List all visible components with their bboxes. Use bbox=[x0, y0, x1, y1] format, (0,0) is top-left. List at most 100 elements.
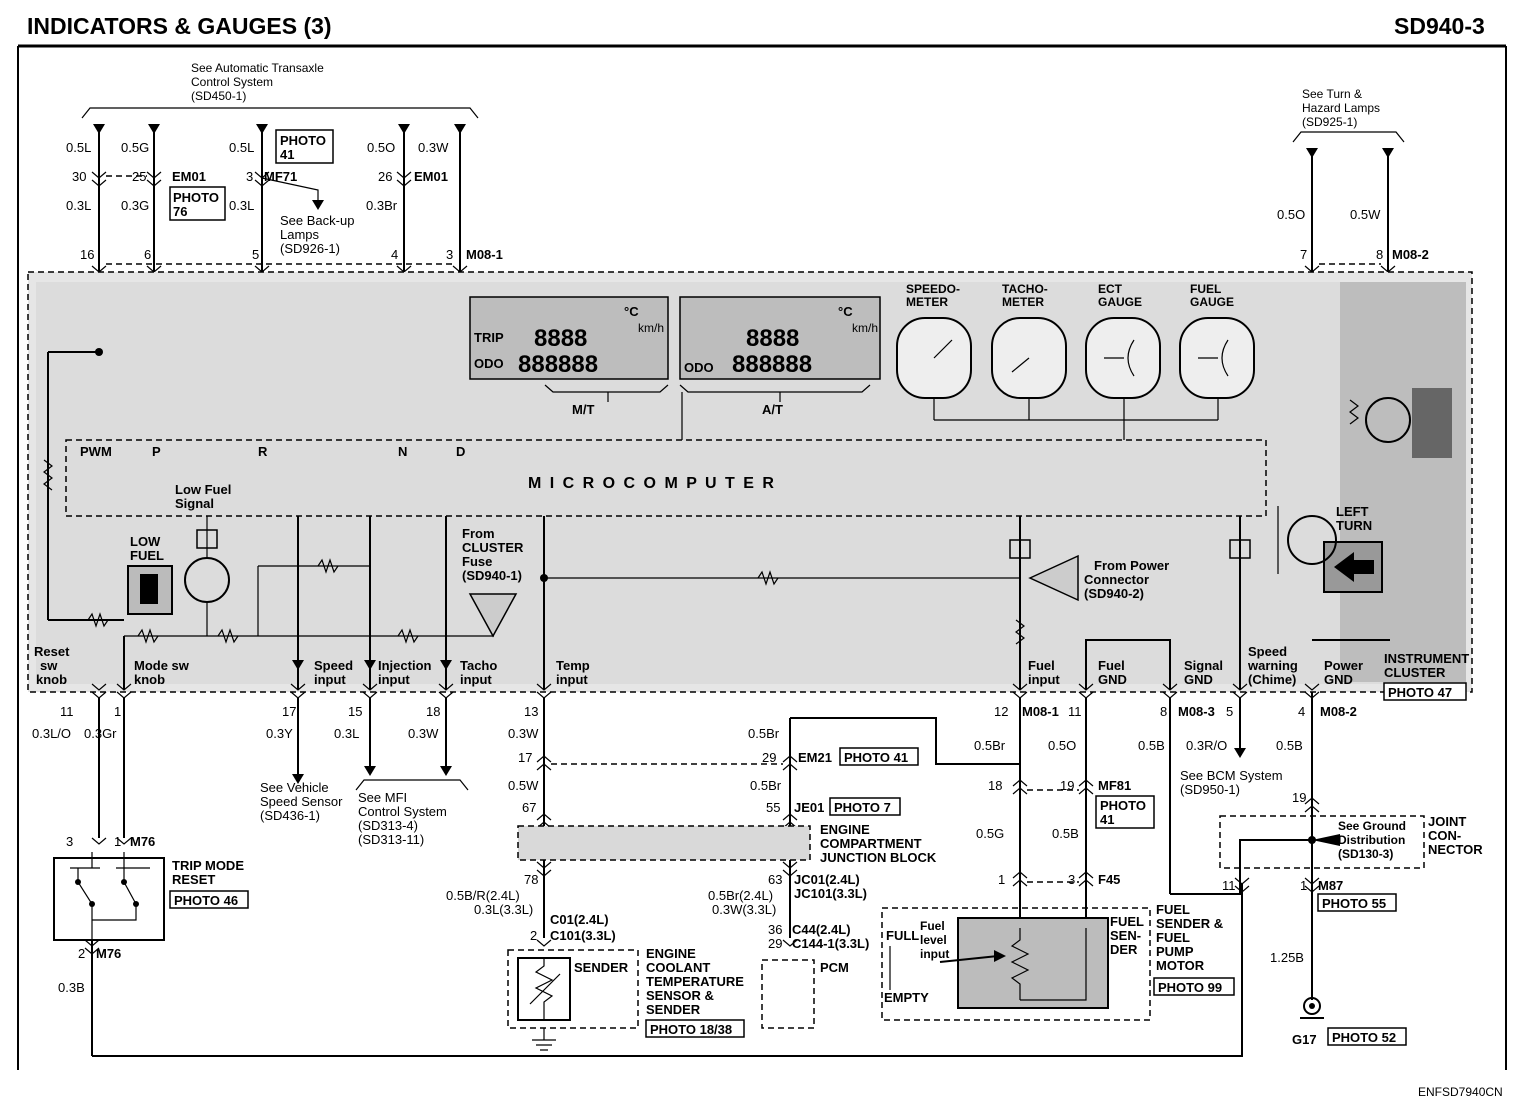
svg-text:2: 2 bbox=[78, 946, 85, 961]
top-wire-labels: 0.5L 0.5G 0.5L 0.5O 0.3W 30 25 3 26 0.3L… bbox=[66, 140, 503, 262]
photo-boxes-lower: PHOTO 41 PHOTO 7 PHOTO 41 PHOTO 46 PHOTO… bbox=[169, 747, 1407, 1046]
svg-text:SENSOR &: SENSOR & bbox=[646, 988, 714, 1003]
fuel-gauge: FUEL GAUGE bbox=[1179, 282, 1255, 420]
svg-text:ECT: ECT bbox=[1098, 282, 1123, 296]
svg-text:From: From bbox=[462, 526, 495, 541]
svg-text:TURN: TURN bbox=[1336, 518, 1372, 533]
svg-text:METER: METER bbox=[1002, 295, 1044, 309]
svg-text:(SD926-1): (SD926-1) bbox=[280, 241, 340, 256]
svg-text:0.3W: 0.3W bbox=[408, 726, 439, 741]
svg-text:JE01: JE01 bbox=[794, 800, 824, 815]
from-power-connector: From Power Connector (SD940-2) bbox=[1028, 554, 1169, 602]
svg-text:19: 19 bbox=[1292, 790, 1306, 805]
svg-text:55: 55 bbox=[766, 800, 780, 815]
svg-text:See Back-up: See Back-up bbox=[280, 213, 354, 228]
svg-text:C101(3.3L): C101(3.3L) bbox=[550, 928, 616, 943]
svg-text:level: level bbox=[920, 933, 947, 947]
svg-text:EM01: EM01 bbox=[414, 169, 448, 184]
pcm-module: PCM bbox=[761, 959, 849, 1029]
svg-text:PHOTO 46: PHOTO 46 bbox=[174, 893, 238, 908]
bottom-pin-labels: 11 1 17 15 18 13 12 11 8 5 4 M08-1 M08-3… bbox=[60, 704, 1357, 719]
note-bcm-system: See BCM System (SD950-1) bbox=[1180, 768, 1283, 797]
svg-text:EM01: EM01 bbox=[172, 169, 206, 184]
svg-text:See Ground: See Ground bbox=[1338, 819, 1406, 833]
label-mt: M/T bbox=[572, 402, 594, 417]
svg-text:0.3L: 0.3L bbox=[334, 726, 359, 741]
svg-text:13: 13 bbox=[524, 704, 538, 719]
svg-text:SPEEDO-: SPEEDO- bbox=[906, 282, 960, 296]
svg-text:4: 4 bbox=[1298, 704, 1305, 719]
svg-text:15: 15 bbox=[348, 704, 362, 719]
svg-text:1: 1 bbox=[114, 834, 121, 849]
note-automatic-transaxle: See Automatic Transaxle Control System (… bbox=[191, 61, 324, 103]
svg-text:PHOTO 99: PHOTO 99 bbox=[1158, 980, 1222, 995]
svg-text:1: 1 bbox=[1300, 878, 1307, 893]
note-vehicle-speed-sensor: See Vehicle Speed Sensor (SD436-1) bbox=[260, 780, 343, 823]
svg-text:METER: METER bbox=[906, 295, 948, 309]
svg-text:knob: knob bbox=[134, 672, 165, 687]
svg-text:0.3G: 0.3G bbox=[121, 198, 149, 213]
svg-text:GND: GND bbox=[1098, 672, 1127, 687]
svg-text:GAUGE: GAUGE bbox=[1190, 295, 1234, 309]
svg-text:N: N bbox=[398, 444, 407, 459]
left-turn-indicator: LEFT TURN bbox=[1277, 388, 1452, 593]
svg-text:(SD313-4): (SD313-4) bbox=[358, 818, 418, 833]
svg-text:0.3L: 0.3L bbox=[66, 198, 91, 213]
joint-connector: See Ground Distribution (SD130-3) JOINT … bbox=[1219, 814, 1483, 869]
page-title: INDICATORS & GAUGES (3) bbox=[27, 13, 332, 39]
svg-text:SEN-: SEN- bbox=[1110, 928, 1141, 943]
svg-text:16: 16 bbox=[80, 247, 94, 262]
note-backup-lamps: See Back-up Lamps (SD926-1) bbox=[280, 213, 354, 256]
svg-text:Speed: Speed bbox=[1248, 644, 1287, 659]
svg-text:CLUSTER: CLUSTER bbox=[1384, 665, 1446, 680]
svg-text:JC01(2.4L): JC01(2.4L) bbox=[794, 872, 860, 887]
svg-text:C44(2.4L): C44(2.4L) bbox=[792, 922, 851, 937]
svg-text:M76: M76 bbox=[96, 946, 121, 961]
svg-text:ODO: ODO bbox=[474, 356, 504, 371]
svg-text:0.5Br: 0.5Br bbox=[750, 778, 782, 793]
svg-text:PWM: PWM bbox=[80, 444, 112, 459]
svg-text:0.5O: 0.5O bbox=[1048, 738, 1076, 753]
svg-text:(SD436-1): (SD436-1) bbox=[260, 808, 320, 823]
svg-text:See Turn &: See Turn & bbox=[1302, 87, 1362, 101]
svg-text:0.5Br(2.4L): 0.5Br(2.4L) bbox=[708, 888, 773, 903]
svg-text:0.3L: 0.3L bbox=[229, 198, 254, 213]
svg-text:Signal: Signal bbox=[1184, 658, 1223, 673]
label-at: A/T bbox=[762, 402, 783, 417]
svg-text:(SD940-1): (SD940-1) bbox=[462, 568, 522, 583]
svg-text:P: P bbox=[152, 444, 161, 459]
svg-text:EMPTY: EMPTY bbox=[884, 990, 929, 1005]
svg-text:41: 41 bbox=[280, 147, 294, 162]
svg-text:NECTOR: NECTOR bbox=[1428, 842, 1483, 857]
svg-text:PHOTO 52: PHOTO 52 bbox=[1332, 1030, 1396, 1045]
photo-47: PHOTO 47 bbox=[1388, 685, 1452, 700]
svg-text:knob: knob bbox=[36, 672, 67, 687]
ground-g17 bbox=[1300, 892, 1324, 1019]
svg-text:LOW: LOW bbox=[130, 534, 161, 549]
svg-text:19: 19 bbox=[1060, 778, 1074, 793]
svg-text:29: 29 bbox=[768, 936, 782, 951]
svg-text:km/h: km/h bbox=[852, 321, 878, 335]
svg-text:M87: M87 bbox=[1318, 878, 1343, 893]
svg-text:0.3L(3.3L): 0.3L(3.3L) bbox=[474, 902, 533, 917]
svg-text:3: 3 bbox=[246, 169, 253, 184]
svg-text:3: 3 bbox=[66, 834, 73, 849]
svg-text:TACHO-: TACHO- bbox=[1002, 282, 1048, 296]
cluster-bottom-labels: Reset sw knob Mode sw knob Speed input I… bbox=[34, 644, 1363, 687]
svg-text:36: 36 bbox=[768, 922, 782, 937]
note-mfi-control: See MFI Control System (SD313-4) (SD313-… bbox=[358, 790, 447, 847]
svg-text:FUEL: FUEL bbox=[1156, 930, 1190, 945]
svg-text:See MFI: See MFI bbox=[358, 790, 407, 805]
svg-text:0.5Br: 0.5Br bbox=[748, 726, 780, 741]
svg-text:0.3W: 0.3W bbox=[418, 140, 449, 155]
lower-pin-labels: 17 29 67 55 78 63 2 36 29 18 19 1 3 19 1… bbox=[66, 750, 1343, 1047]
svg-text:76: 76 bbox=[173, 204, 187, 219]
svg-text:8: 8 bbox=[1376, 247, 1383, 262]
svg-text:G17: G17 bbox=[1292, 1032, 1317, 1047]
svg-text:2: 2 bbox=[530, 928, 537, 943]
svg-text:C01(2.4L): C01(2.4L) bbox=[550, 912, 609, 927]
svg-text:1: 1 bbox=[114, 704, 121, 719]
svg-text:Temp: Temp bbox=[556, 658, 590, 673]
svg-text:SENDER &: SENDER & bbox=[1156, 916, 1223, 931]
svg-text:Reset: Reset bbox=[34, 644, 70, 659]
